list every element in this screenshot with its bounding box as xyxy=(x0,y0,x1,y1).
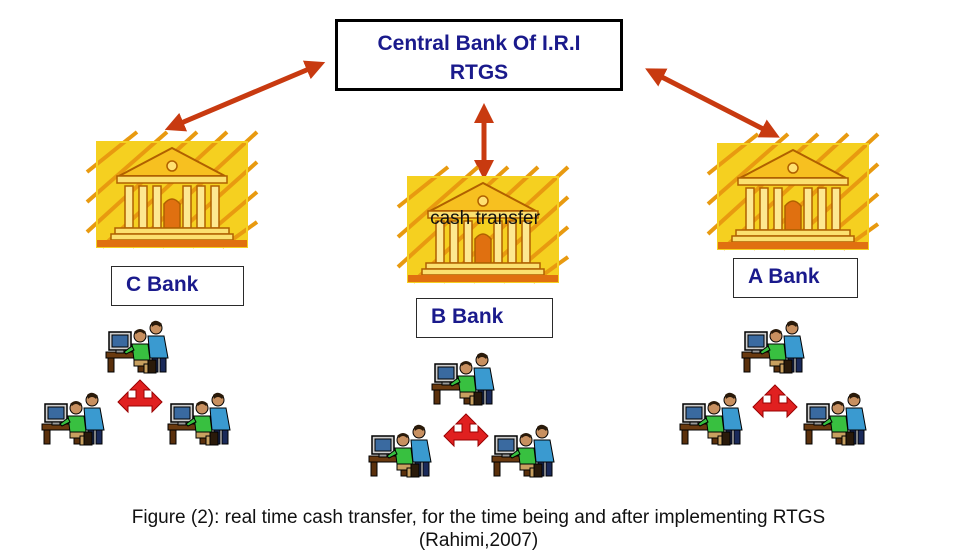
a-bank-label: A Bank xyxy=(733,258,858,298)
b-worker-icon-right xyxy=(489,421,561,478)
c-bank-building-icon xyxy=(85,130,259,249)
c-bank-label: C Bank xyxy=(111,266,244,306)
c-worker-icon-top xyxy=(103,317,175,374)
figure-caption: Figure (2): real time cash transfer, for… xyxy=(0,506,957,552)
a-bank-building-icon xyxy=(706,132,880,251)
central-bank-box: Central Bank Of I.R.I RTGS xyxy=(335,19,623,91)
c-worker-icon-right xyxy=(165,389,237,446)
b-bank-label: B Bank xyxy=(416,298,553,338)
arrow-central-a xyxy=(645,68,780,138)
figure-caption-line1: Figure (2): real time cash transfer, for… xyxy=(131,507,826,528)
c-worker-icon-left xyxy=(39,389,111,446)
b-worker-icon-left xyxy=(366,421,438,478)
figure-caption-line2: (Rahimi,2007) xyxy=(418,530,539,551)
a-worker-icon-top xyxy=(739,317,811,374)
b-worker-icon-top xyxy=(429,349,501,406)
central-bank-title: Central Bank Of I.R.I xyxy=(377,32,581,55)
a-exchange-arrow-icon xyxy=(752,384,798,418)
arrow-central-c xyxy=(164,60,326,132)
b-exchange-arrow-icon xyxy=(443,413,489,447)
a-worker-icon-left xyxy=(677,389,749,446)
c-exchange-arrow-icon xyxy=(117,379,163,413)
a-worker-icon-right xyxy=(801,389,873,446)
cash-transfer-label: cash transfer xyxy=(430,208,540,229)
central-bank-rtgs: RTGS xyxy=(449,61,509,84)
